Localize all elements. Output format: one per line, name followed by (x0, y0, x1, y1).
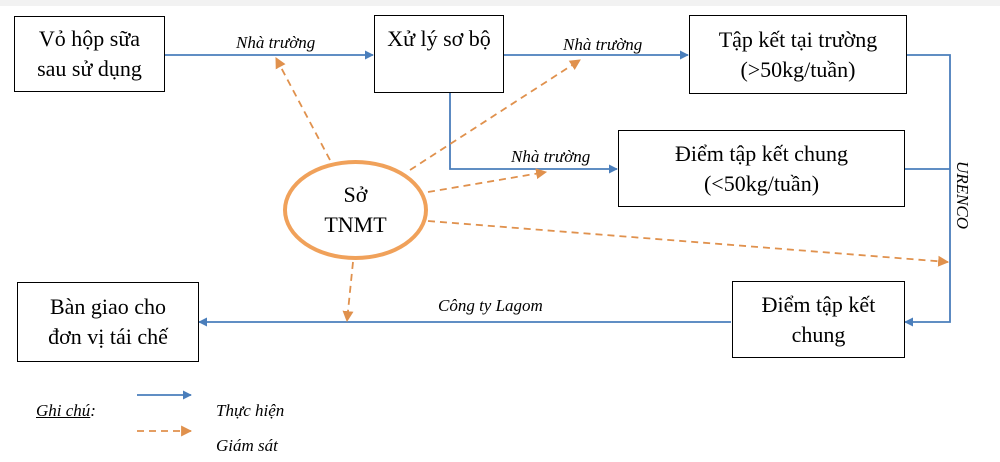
flow-school-collection-to-urenco (904, 54, 951, 327)
box-school-collection-label: Tập kết tại trường (>50kg/tuần) (718, 26, 878, 82)
supervisor-circle: Sở TNMT (283, 160, 428, 260)
flow-preprocess-to-common-point-small (449, 92, 618, 174)
box-recycler-handover-label: Bàn giao cho đơn vị tái chế (48, 294, 168, 349)
monitor-to-lagom (342, 261, 354, 323)
box-common-point-small: Điểm tập kết chung (<50kg/tuần) (618, 130, 905, 207)
box-preprocess: Xử lý sơ bộ (374, 15, 504, 93)
box-preprocess-label: Xử lý sơ bộ (387, 26, 491, 51)
box-common-point-small-label: Điểm tập kết chung (<50kg/tuần) (675, 140, 848, 196)
monitor-to-urenco (427, 220, 950, 267)
box-school-collection: Tập kết tại trường (>50kg/tuần) (689, 15, 907, 94)
legend-solid-label: Thực hiện (216, 401, 285, 420)
legend-title: Ghi chú: (36, 401, 96, 421)
box-recycler-handover: Bàn giao cho đơn vị tái chế (17, 282, 199, 362)
monitor-to-school-2 (409, 59, 581, 171)
legend-title-text: Ghi chú (36, 401, 91, 420)
monitor-to-school-1 (275, 57, 331, 161)
box-milk-cartons: Vỏ hộp sữa sau sử dụng (14, 16, 165, 92)
box-common-point: Điểm tập kết chung (732, 281, 905, 358)
legend-dashed-label: Giám sát (216, 436, 278, 455)
box-common-point-label: Điểm tập kết chung (761, 291, 876, 347)
edge-label-school-2: Nhà trường (563, 35, 643, 54)
edge-label-urenco: URENCO (953, 161, 972, 229)
top-divider (0, 0, 1000, 6)
supervisor-label: Sở TNMT (324, 182, 387, 237)
edge-label-school-3: Nhà trường (511, 147, 591, 166)
monitor-to-school-3 (427, 168, 548, 193)
edge-label-lagom: Công ty Lagom (438, 296, 543, 315)
legend-title-suffix: : (90, 401, 96, 420)
edge-label-school-1: Nhà trường (236, 33, 316, 52)
box-milk-cartons-label: Vỏ hộp sữa sau sử dụng (37, 26, 142, 81)
